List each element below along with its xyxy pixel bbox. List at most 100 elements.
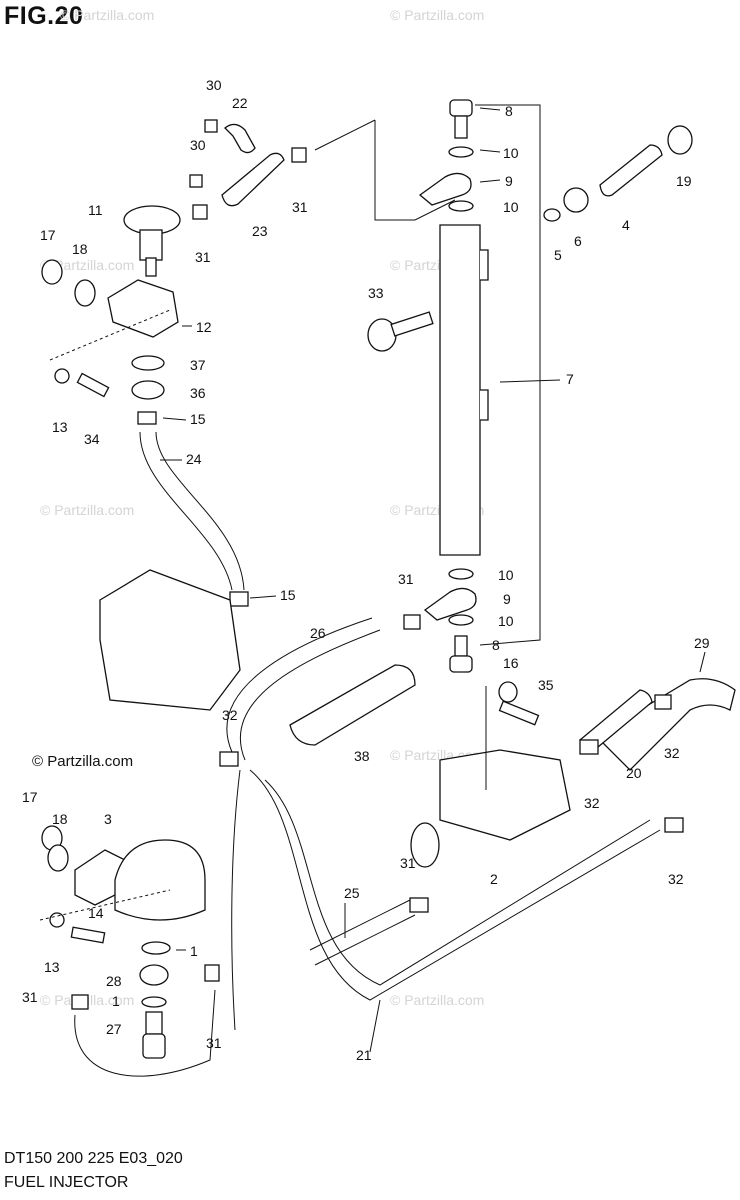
leader-15 <box>162 417 187 421</box>
bolt-35 <box>498 700 540 726</box>
callout-1: 1 <box>112 993 120 1009</box>
callout-37: 37 <box>190 357 206 373</box>
watermark: © Partzilla.com <box>40 502 134 518</box>
callout-22: 22 <box>232 95 248 111</box>
callout-31: 31 <box>292 199 308 215</box>
clamp-32 <box>579 739 599 755</box>
figure-title: FIG.20 <box>4 2 84 30</box>
washer-16 <box>498 681 518 703</box>
delivery-pipe-7 <box>439 224 481 556</box>
callout-8: 8 <box>492 637 500 653</box>
leader-bracket <box>374 120 456 221</box>
callout-17: 17 <box>40 227 56 243</box>
watermark: © Partzilla.com <box>40 257 134 273</box>
grommet-18 <box>47 844 69 872</box>
callout-16: 16 <box>503 655 519 671</box>
seal-36 <box>131 380 165 400</box>
o-ring-1 <box>141 941 171 955</box>
union-9 <box>423 587 477 621</box>
clip-31 <box>192 204 208 220</box>
callout-8: 8 <box>505 103 513 119</box>
callout-30: 30 <box>206 77 222 93</box>
bolt-8 <box>449 99 473 117</box>
clamp-32 <box>664 817 684 833</box>
leader-21 <box>369 999 381 1053</box>
hose-26-edge <box>226 617 373 753</box>
injector-group <box>543 125 693 222</box>
hose-21 <box>249 769 661 1001</box>
hose-24 <box>139 431 233 591</box>
grommet-18 <box>74 279 96 307</box>
cup-28 <box>139 964 169 986</box>
washer-5 <box>543 208 561 222</box>
clip-31 <box>291 147 307 163</box>
protector-38 <box>289 664 416 746</box>
callout-10: 10 <box>503 199 519 215</box>
callout-27: 27 <box>106 1021 122 1037</box>
callout-38: 38 <box>354 748 370 764</box>
regulator-stem <box>145 257 157 277</box>
callout-15: 15 <box>190 411 206 427</box>
callout-34: 34 <box>84 431 100 447</box>
callout-32: 32 <box>584 795 600 811</box>
callout-31: 31 <box>400 855 416 871</box>
callout-21: 21 <box>356 1047 372 1063</box>
clip-31 <box>409 897 429 913</box>
fuel-pump-2 <box>439 749 571 841</box>
leader-15 <box>249 595 277 599</box>
hose-21-left <box>231 769 241 1031</box>
rail-boss <box>480 389 489 421</box>
hose-21-edge <box>264 779 651 986</box>
washer-13 <box>49 912 65 928</box>
callout-36: 36 <box>190 385 206 401</box>
model-code: DT150 200 225 E03_020 <box>4 1150 183 1167</box>
leader-29 <box>699 651 706 673</box>
clamp-32 <box>219 751 239 767</box>
callout-1: 1 <box>190 943 198 959</box>
bolt-8-thread <box>454 635 468 657</box>
callout-18: 18 <box>52 811 68 827</box>
clamp-32 <box>654 694 672 710</box>
leader-7 <box>499 379 561 383</box>
clamp-15 <box>229 591 249 607</box>
clamp-15 <box>137 411 157 425</box>
fuel-rail-group <box>314 99 541 673</box>
fuel-filter <box>114 839 206 921</box>
callout-10: 10 <box>498 613 514 629</box>
clip-30 <box>204 119 218 133</box>
pump-hose-group <box>219 617 736 1031</box>
pressure-regulator-group <box>41 119 307 711</box>
clip-31 <box>71 994 89 1010</box>
callout-12: 12 <box>196 319 212 335</box>
callout-18: 18 <box>72 241 88 257</box>
leader-8 <box>479 107 501 111</box>
spring-27 <box>145 1011 163 1035</box>
regulator-body <box>139 229 163 261</box>
clip-30 <box>189 174 203 188</box>
washer-10 <box>448 614 474 626</box>
hose-23 <box>221 152 285 207</box>
clip-31 <box>403 614 421 630</box>
rail-boss <box>480 249 489 281</box>
callout-30: 30 <box>190 137 206 153</box>
fuel-filter-group <box>39 825 220 1077</box>
union-9 <box>418 172 472 206</box>
callout-9: 9 <box>505 173 513 189</box>
watermark: © Partzilla.com <box>390 992 484 1008</box>
callout-13: 13 <box>44 959 60 975</box>
washer-13 <box>54 368 70 384</box>
injector-4 <box>599 144 663 197</box>
element-27 <box>142 1033 166 1059</box>
section-name: FUEL INJECTOR <box>4 1174 129 1191</box>
callout-19: 19 <box>676 173 692 189</box>
callout-10: 10 <box>503 145 519 161</box>
hose-29 <box>599 678 736 771</box>
callout-23: 23 <box>252 223 268 239</box>
callout-labels: 30 22 30 1 1 31 23 31 17 18 12 37 36 13 3… <box>22 77 710 1063</box>
callout-25: 25 <box>344 885 360 901</box>
bracket-12 <box>107 279 179 338</box>
leader-10 <box>479 149 501 153</box>
leader-lines <box>160 107 706 1053</box>
callout-14: 14 <box>88 905 104 921</box>
